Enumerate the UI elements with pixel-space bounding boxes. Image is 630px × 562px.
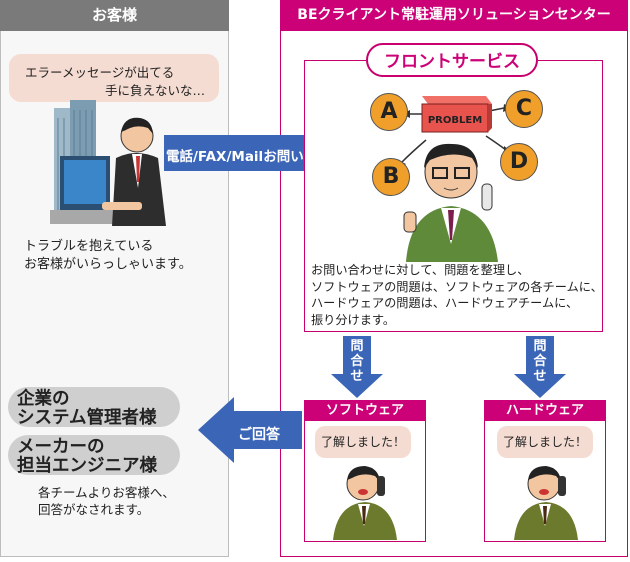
- problem-c-badge: C: [505, 90, 543, 128]
- customer-desc-line-1: トラブルを抱えている: [24, 239, 154, 254]
- front-desc-line-4: 振り分けます。: [311, 312, 396, 327]
- handoff-label-software: 問 合 せ: [350, 339, 364, 384]
- reply-arrow: [198, 397, 302, 463]
- contact-arrow-label: 電話/FAX/Mailお問い合わせ: [166, 149, 345, 165]
- reply-description: 各チームよりお客様へ、 回答がなされます。: [38, 484, 175, 518]
- customer-type-1-line-1: 企業の: [17, 389, 70, 409]
- handoff-arrow-hardware: [514, 336, 566, 398]
- front-service-description: お問い合わせに対して、問題を整理し、 ソフトウェアの問題は、ソフトウェアの各チー…: [311, 262, 603, 328]
- customer-type-2-line-2: 担当エンジニア様: [17, 456, 157, 476]
- front-desc-line-3: ハードウェアの問題は、ハードウェアチームに、: [311, 296, 579, 310]
- handoff-arrow-software: [331, 336, 383, 398]
- hardware-team-header: ハードウェア: [484, 400, 606, 421]
- hardware-team-bubble: 了解しました！: [497, 426, 593, 458]
- front-desc-line-2: ソフトウェアの問題は、ソフトウェアの各チームに、: [311, 279, 603, 294]
- bubble-line-1: エラーメッセージが出てる: [25, 65, 175, 80]
- customer-header: お客様: [0, 0, 229, 31]
- handoff-label-hardware: 問 合 せ: [533, 339, 547, 384]
- software-staff-illustration: [333, 466, 397, 540]
- software-team-header: ソフトウェア: [304, 400, 426, 421]
- problem-d-badge: D: [500, 143, 538, 181]
- customer-type-maker-engineer: メーカーの 担当エンジニア様: [8, 435, 180, 476]
- software-team-bubble: 了解しました！: [315, 426, 411, 458]
- problem-b-badge: B: [372, 158, 410, 196]
- front-service-title: フロントサービス: [366, 43, 538, 77]
- bubble-line-2: 手に負えないな…: [105, 83, 206, 98]
- customer-type-system-admin: 企業の システム管理者様: [8, 387, 180, 428]
- support-center-header: BEクライアント常駐運用ソリューションセンター: [280, 0, 628, 31]
- customer-type-1-line-2: システム管理者様: [17, 408, 157, 428]
- customer-at-computer-illustration: [50, 100, 166, 226]
- problem-a-badge: A: [370, 93, 408, 131]
- reply-desc-line-2: 回答がなされます。: [38, 502, 150, 517]
- hardware-staff-illustration: [514, 466, 578, 540]
- front-desc-line-1: お問い合わせに対して、問題を整理し、: [311, 263, 530, 277]
- customer-type-2-line-1: メーカーの: [17, 437, 105, 457]
- reply-arrow-label: ご回答: [238, 427, 280, 443]
- reply-desc-line-1: 各チームよりお客様へ、: [38, 485, 175, 500]
- customer-speech-bubble: エラーメッセージが出てる 手に負えないな…: [9, 54, 219, 102]
- customer-desc-line-2: お客様がいらっしゃいます。: [24, 257, 192, 272]
- problem-box-label: PROBLEM: [428, 115, 482, 126]
- customer-description: トラブルを抱えている お客様がいらっしゃいます。: [24, 238, 192, 274]
